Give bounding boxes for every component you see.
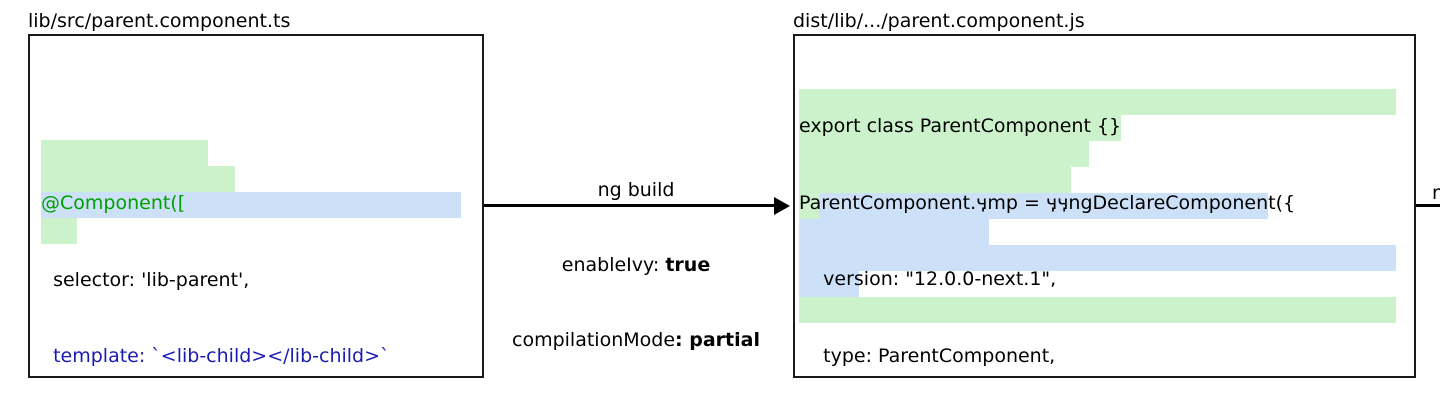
source-code-line: @Component([ xyxy=(41,192,186,214)
build-arrow-shaft xyxy=(484,204,776,207)
output-highlight-blue-2 xyxy=(799,219,989,245)
source-code-line: selector: 'lib-parent', xyxy=(41,268,250,291)
enable-ivy-key: enableIvy: xyxy=(561,254,666,276)
build-arrow-line-2: enableIvy: true xyxy=(490,253,782,278)
output-highlight-green-3 xyxy=(799,141,1089,167)
output-highlight-blue-1 xyxy=(819,193,1268,219)
output-highlight-blue-3 xyxy=(799,245,1396,271)
output-code-body: export class ParentComponent {} ParentCo… xyxy=(799,63,1296,376)
next-stage-arrow-shaft xyxy=(1416,204,1440,207)
build-arrow-label: ng build enableIvy: true compilationMode… xyxy=(490,128,782,378)
output-highlight-blue-4 xyxy=(799,271,859,297)
output-code-line: type: ParentComponent, xyxy=(799,344,1056,367)
output-highlight-green-1 xyxy=(799,89,1396,115)
output-panel-label: dist/lib/.../parent.component.js xyxy=(793,10,1085,32)
source-highlight-green-1 xyxy=(41,140,208,166)
output-code-line: version: "12.0.0-next.1", xyxy=(799,268,1057,290)
build-arrow-head-icon xyxy=(774,196,790,215)
build-arrow-line-3: compilationMode: partial xyxy=(490,328,782,353)
source-code-box: @Component([ selector: 'lib-parent', tem… xyxy=(28,34,484,378)
compilation-mode-sep: : xyxy=(675,329,690,351)
source-code-line: template: `<lib-child></lib-child>` xyxy=(41,345,390,367)
output-highlight-green-9 xyxy=(799,297,1396,323)
enable-ivy-value: true xyxy=(665,254,711,276)
source-highlight-green-2 xyxy=(41,166,235,192)
output-highlight-green-2 xyxy=(799,115,1121,141)
source-highlight-blue-1 xyxy=(41,192,461,218)
source-code-body: @Component([ selector: 'lib-parent', tem… xyxy=(41,140,390,376)
output-code-line: export class ParentComponent {} xyxy=(799,115,1122,137)
source-panel-label: lib/src/parent.component.ts xyxy=(28,10,291,32)
output-code-line: ParentComponent.ӌmp = ӌӌngDeclareCompone… xyxy=(799,191,1296,214)
compilation-mode-value: partial xyxy=(689,329,760,351)
compilation-mode-key: compilationMode xyxy=(512,329,676,351)
next-stage-arrow-label: n xyxy=(1432,182,1440,204)
build-arrow-line-1: ng build xyxy=(597,179,675,201)
output-code-box: export class ParentComponent {} ParentCo… xyxy=(793,34,1416,378)
source-highlight-green-3 xyxy=(41,218,77,244)
output-highlight-green-4 xyxy=(799,167,1071,193)
